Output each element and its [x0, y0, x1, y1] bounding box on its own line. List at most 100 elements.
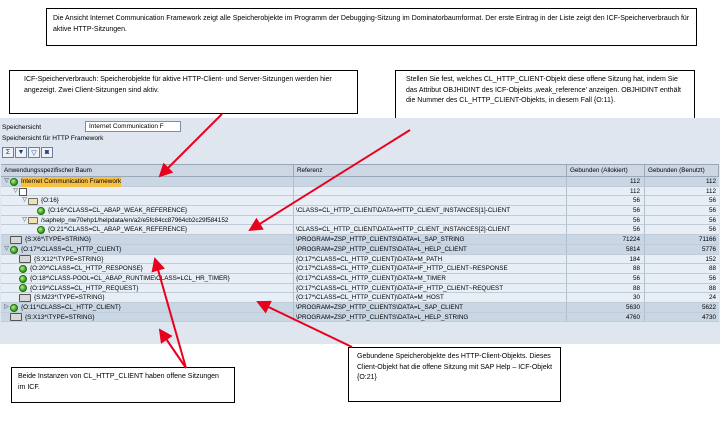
column-divider: [293, 293, 294, 302]
callout-text: Stellen Sie fest, welches CL_HTTP_CLIENT…: [406, 76, 681, 104]
filter-icon[interactable]: ▼: [15, 147, 27, 158]
tree-node-label: {O:16*\CLASS=CL_ABAP_WEAK_REFERENCE}: [48, 207, 188, 215]
tree-row[interactable]: {S:M23*\TYPE=STRING}{O:17*\CLASS=CL_HTTP…: [1, 293, 719, 303]
bound-allocated-cell: 56: [632, 207, 640, 215]
column-divider: [566, 293, 567, 302]
column-divider: [644, 254, 645, 264]
column-divider: [644, 293, 645, 302]
filter-settings-icon[interactable]: ▽: [28, 147, 40, 158]
column-divider: [644, 283, 645, 293]
expand-toggle-icon[interactable]: ▽: [22, 197, 27, 204]
bound-allocated-cell: 56: [632, 274, 640, 282]
tree-row[interactable]: {O:16*\CLASS=CL_ABAP_WEAK_REFERENCE}\CLA…: [1, 206, 719, 216]
reference-cell: [294, 177, 564, 187]
tree-row[interactable]: ▽/saphelp_nw70ehp1/helpdata/en/a2/e5fc84…: [1, 215, 719, 226]
bound-allocated-cell: 5630: [625, 303, 640, 311]
column-divider: [566, 225, 567, 235]
column-divider: [293, 206, 294, 215]
column-divider: [644, 186, 645, 196]
bound-used-cell: 56: [708, 197, 716, 205]
refresh-icon[interactable]: ◙: [41, 147, 53, 158]
column-header-tree[interactable]: Anwendungsspezifischer Baum: [1, 165, 294, 177]
expand-toggle-icon[interactable]: ▽: [22, 216, 27, 223]
tree-row[interactable]: ▷ {O:11*\CLASS=CL_HTTP_CLIENT} \PROGRAM=ZS…: [1, 302, 719, 313]
tree-cell: {O:16*\CLASS=CL_ABAP_WEAK_REFERENCE}: [1, 206, 291, 216]
bound-used-cell: 5776: [701, 245, 716, 253]
tree-row[interactable]: {O:21*\CLASS=CL_ABAP_WEAK_REFERENCE}\CLA…: [1, 225, 719, 236]
column-divider: [566, 254, 567, 264]
column-divider: [293, 177, 294, 186]
expand-toggle-icon[interactable]: ▷: [4, 303, 9, 310]
reference-cell: {O:17*\CLASS=CL_HTTP_CLIENT}\DATA=M_HOST: [296, 294, 444, 302]
tree-cell: {S:X6*\TYPE=STRING}: [1, 235, 291, 245]
tree-cell: {O:20*\CLASS=CL_HTTP_RESPONSE}: [1, 264, 291, 274]
callout-text: Die Ansicht Internet Communication Frame…: [53, 15, 690, 33]
view-caption: Speichersicht für HTTP Framework: [2, 135, 104, 142]
reference-cell: \PROGRAM=ZSP_HTTP_CLIENTS\DATA=L_SAP_CLI…: [296, 303, 464, 311]
callout-icf-overview: Die Ansicht Internet Communication Frame…: [46, 8, 697, 46]
column-divider: [566, 264, 567, 273]
tree-row[interactable]: {S:X6*\TYPE=STRING}\PROGRAM=ZSP_HTTP_CLI…: [1, 235, 719, 245]
bound-allocated-cell: 112: [629, 178, 640, 185]
callout-icf-memory: ICF-Speicherverbrauch: Speicherobjekte f…: [9, 70, 358, 114]
expand-toggle-icon[interactable]: ▽: [4, 245, 9, 252]
column-divider: [293, 312, 294, 322]
column-header-bound-allocated[interactable]: Gebunden (Allokiert): [567, 165, 645, 177]
callout-bound-objects: Gebundene Speicherobjekte des HTTP-Clien…: [348, 347, 561, 402]
column-divider: [644, 312, 645, 322]
bound-used-cell: 4730: [701, 313, 716, 321]
summary-icon[interactable]: Σ: [2, 147, 14, 158]
column-divider: [566, 273, 567, 283]
column-divider: [566, 196, 567, 206]
column-divider: [566, 206, 567, 215]
folder-icon: [28, 197, 38, 205]
bound-allocated-cell: 30: [632, 294, 640, 302]
bound-allocated-cell: 88: [632, 284, 640, 292]
tree-row[interactable]: {O:19*\CLASS=CL_HTTP_REQUEST}{O:17*\CLAS…: [1, 283, 719, 294]
column-divider: [644, 225, 645, 235]
tree-row[interactable]: {S:X13*\TYPE=STRING}\PROGRAM=ZSP_HTTP_CL…: [1, 312, 719, 323]
bound-used-cell: 24: [708, 294, 716, 302]
column-divider: [293, 186, 294, 196]
reference-cell: {O:17*\CLASS=CL_HTTP_CLIENT}\DATA=IF_HTT…: [296, 265, 508, 273]
column-divider: [644, 264, 645, 273]
tree-node-label: Internet Communication Framework: [21, 177, 122, 187]
bound-allocated-cell: 5814: [625, 245, 640, 253]
tree-node-label: {O:11*\CLASS=CL_HTTP_CLIENT}: [21, 303, 121, 311]
column-header-bound-used[interactable]: Gebunden (Benutzt): [645, 165, 719, 177]
tree-row[interactable]: {S:X12*\TYPE=STRING}{O:17*\CLASS=CL_HTTP…: [1, 254, 719, 265]
callout-text: Gebundene Speicherobjekte des HTTP-Clien…: [357, 353, 553, 381]
column-divider: [644, 196, 645, 206]
tree-row[interactable]: {O:18*\CLASS-POOL=CL_ABAP_RUNTIME\CLASS=…: [1, 273, 719, 284]
tree-node-label: {S:X12*\TYPE=STRING}: [34, 255, 104, 263]
column-divider: [293, 196, 294, 206]
column-divider: [566, 283, 567, 293]
bound-allocated-cell: 88: [632, 265, 640, 273]
column-header-reference[interactable]: Referenz: [294, 165, 567, 177]
object-status-icon: [37, 226, 45, 235]
column-divider: [293, 215, 294, 225]
callout-text: ICF-Speicherverbrauch: Speicherobjekte f…: [24, 76, 332, 94]
bound-allocated-cell: 4760: [625, 313, 640, 321]
object-status-icon: [10, 245, 18, 254]
expand-toggle-icon[interactable]: ▽: [4, 178, 9, 184]
expand-toggle-icon[interactable]: ▽: [13, 187, 18, 194]
grid-toolbar: Σ▼▽◙: [2, 147, 53, 158]
column-divider: [644, 302, 645, 312]
tree-row[interactable]: ▽{O:17*\CLASS=CL_HTTP_CLIENT}\PROGRAM=ZS…: [1, 244, 719, 255]
column-divider: [293, 283, 294, 293]
folder-icon: [28, 217, 38, 225]
column-divider: [566, 186, 567, 196]
object-status-icon: [10, 177, 18, 186]
tree-node-label: {O:20*\CLASS=CL_HTTP_RESPONSE}: [30, 265, 143, 273]
tree-cell: ▽/saphelp_nw70ehp1/helpdata/en/a2/e5fc84…: [1, 216, 291, 226]
callout-text: Beide Instanzen von CL_HTTP_CLIENT haben…: [18, 373, 219, 391]
grid-header: Anwendungsspezifischer Baum Referenz Geb…: [1, 165, 719, 177]
tree-row[interactable]: {O:20*\CLASS=CL_HTTP_RESPONSE} {O:17*\CLA…: [1, 264, 719, 274]
view-selector-dropdown[interactable]: Internet Communication F: [85, 121, 181, 132]
column-divider: [293, 244, 294, 254]
view-selector-label: Speichersicht: [2, 123, 42, 131]
